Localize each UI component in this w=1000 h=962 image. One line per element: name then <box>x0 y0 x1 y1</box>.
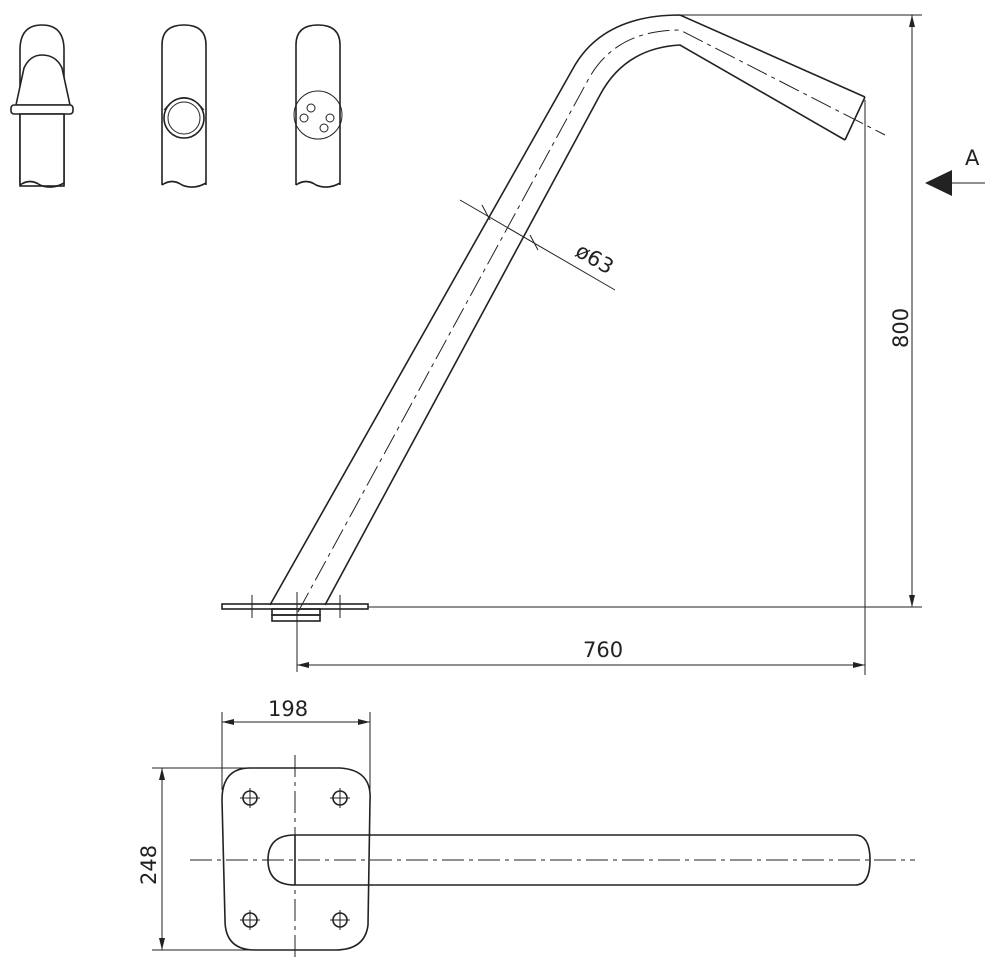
pipe-top-view <box>190 755 915 958</box>
dimension-height-label: 800 <box>889 308 913 348</box>
nozzle-view-ring <box>161 24 207 188</box>
pipe-side-view <box>221 14 886 640</box>
dimension-height: 800 <box>368 14 922 608</box>
dimension-plate-height-label: 248 <box>137 845 161 885</box>
bolt-holes <box>240 788 350 930</box>
view-a-arrow: A <box>925 146 985 196</box>
dimension-length-label: 760 <box>583 638 623 662</box>
nozzle-view-cone <box>10 24 74 188</box>
nozzle-view-holes <box>293 24 343 188</box>
dimension-plate-width: 198 <box>221 697 371 790</box>
dimension-plate-width-label: 198 <box>268 697 308 721</box>
dimension-diameter-label: ø63 <box>572 239 618 280</box>
dimension-diameter: ø63 <box>459 199 618 291</box>
dimension-length: 760 <box>296 100 866 675</box>
view-a-label: A <box>965 146 980 170</box>
dimension-plate-height: 248 <box>137 767 250 951</box>
